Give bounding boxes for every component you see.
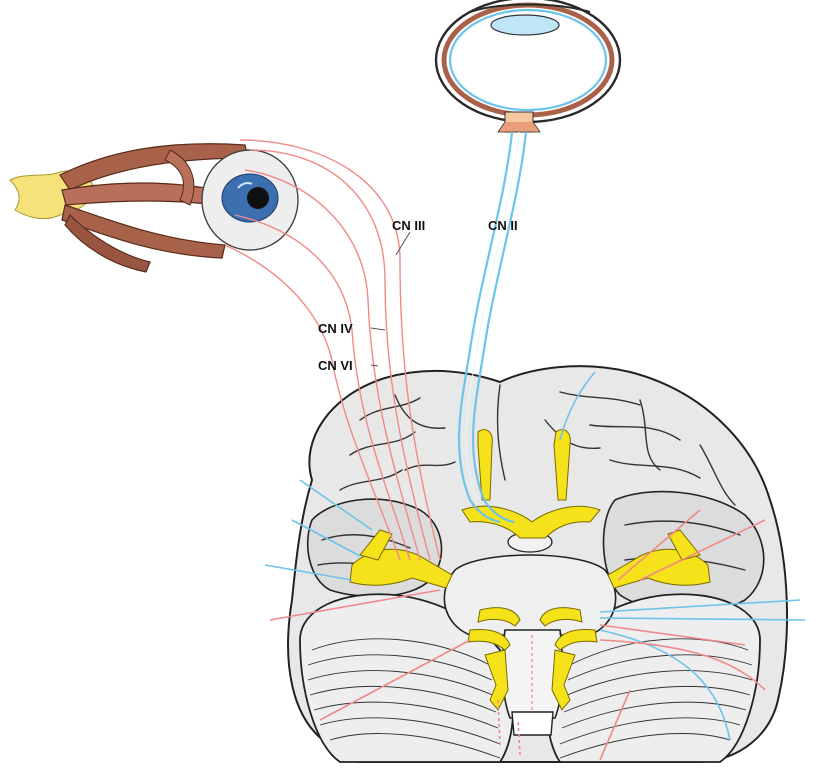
label-cn3: CN III [392,218,425,233]
pupil [247,187,269,209]
oculomotor-trochlear-abducens-pathways [224,139,441,561]
pons [443,554,617,636]
label-cn4: CN IV [318,321,353,336]
orbit-extraocular-muscles [9,143,299,273]
eye-cross-section [434,0,622,133]
label-cn2: CN II [488,218,518,233]
spinal-cord [511,711,554,736]
peripheral-nerve-lines [264,371,806,761]
lens [490,14,560,36]
cerebellum [299,593,761,763]
label-cn6: CN VI [318,358,353,373]
optic-nerve-cn2-inner [465,131,520,501]
optic-nerve-cn2 [457,131,528,524]
label-leaders [370,231,411,367]
